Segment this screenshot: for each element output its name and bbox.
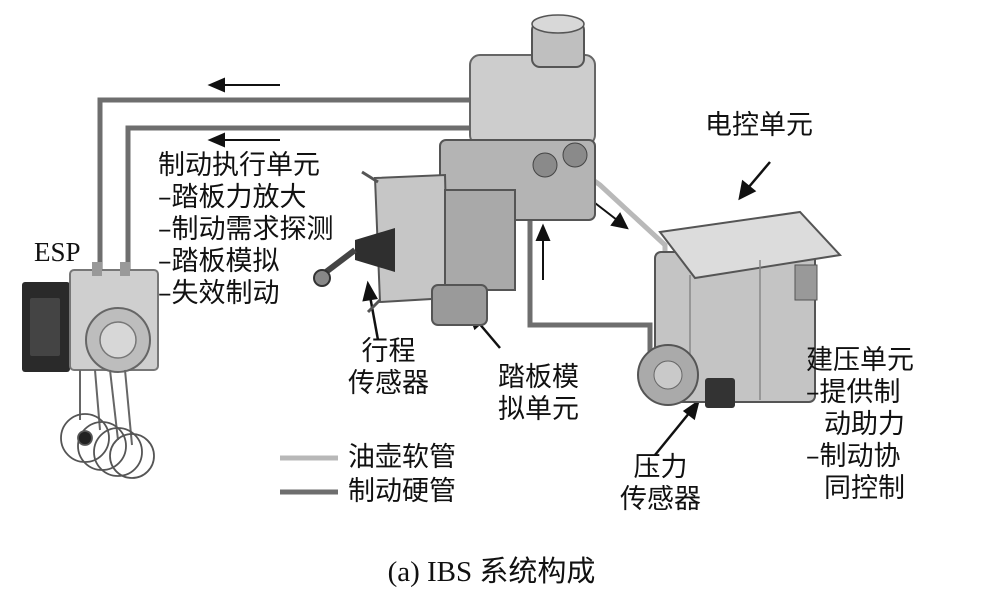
pedal-sim-line: 踏板模 — [498, 362, 579, 393]
pressure-sensor-line: 压力 — [633, 452, 688, 483]
brake-hard-lines — [97, 97, 653, 355]
pressure-sensor-label: 压力 传感器 — [620, 452, 701, 516]
pedal-sim-line: 拟单元 — [498, 394, 579, 425]
pressure-unit-item: 同控制 — [824, 473, 905, 504]
brake-actuator-unit — [313, 14, 596, 326]
wheel-symbols — [60, 413, 155, 479]
legend-label-soft-hose: 油壶软管 — [348, 442, 456, 473]
flow-arrows — [207, 77, 629, 280]
pressure-unit-title: 建压单元 — [806, 345, 914, 376]
pressure-unit-item: –提供制 — [806, 377, 901, 408]
legend-label-hard-line: 制动硬管 — [348, 476, 456, 507]
stroke-sensor-line: 行程 — [361, 336, 416, 367]
stroke-sensor-line: 传感器 — [348, 368, 429, 399]
actuator-item: –踏板模拟 — [158, 246, 280, 277]
pressure-unit-item: –制动协 — [806, 441, 901, 472]
pressure-sensor-line: 传感器 — [620, 484, 701, 515]
actuator-label: 制动执行单元 –踏板力放大 –制动需求探测 –踏板模拟 –失效制动 — [158, 150, 334, 310]
legend — [280, 455, 338, 495]
ecu-pressure-unit — [637, 210, 843, 408]
figure-caption: (a) IBS 系统构成 — [387, 556, 596, 588]
esp-label: ESP — [34, 237, 81, 267]
actuator-item: –失效制动 — [158, 278, 280, 309]
pressure-unit-label: 建压单元 –提供制 动助力 –制动协 同控制 — [806, 345, 914, 505]
esp-unit — [22, 262, 159, 446]
pedal-sim-label: 踏板模 拟单元 — [498, 362, 579, 426]
actuator-item: –制动需求探测 — [158, 214, 334, 245]
actuator-item: –踏板力放大 — [158, 182, 307, 213]
ecu-label: 电控单元 — [705, 110, 813, 141]
actuator-title: 制动执行单元 — [158, 150, 320, 181]
pressure-unit-item: 动助力 — [824, 409, 905, 440]
stroke-sensor-label: 行程 传感器 — [348, 336, 429, 400]
